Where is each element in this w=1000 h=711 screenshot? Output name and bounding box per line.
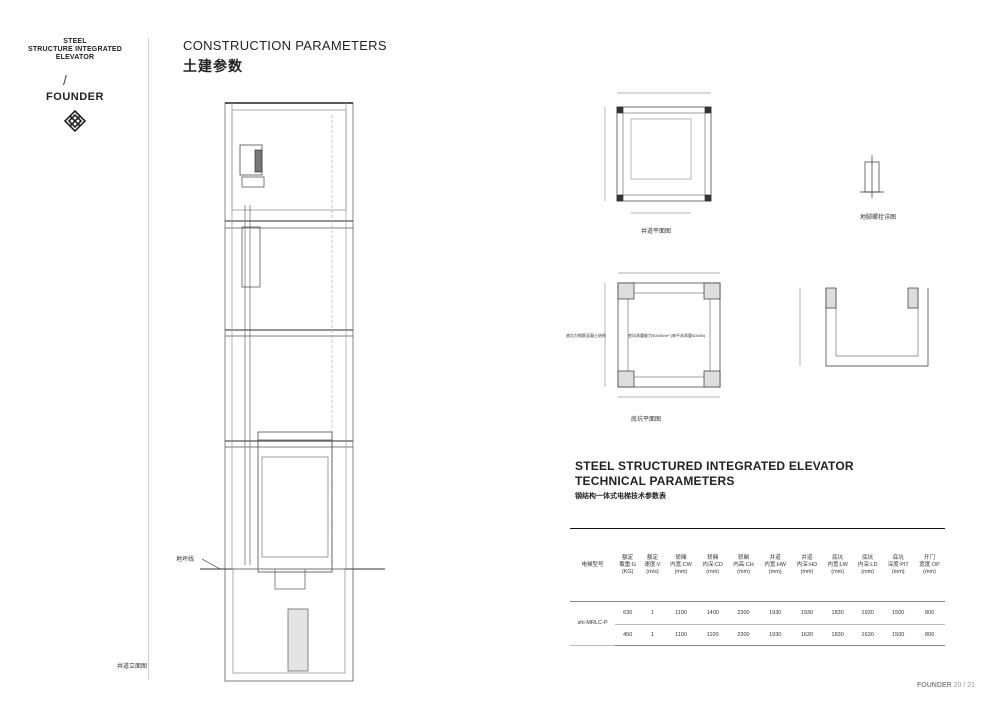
pit-plan-caption: 底坑平面图 <box>631 417 662 423</box>
pit-plan-side-note: 底坑为钢筋混凝土结构 <box>566 333 606 338</box>
page-footer: FOUNDER 20 / 21 <box>917 682 975 689</box>
table-row: shi-MRLC-P 630 1 1100 1400 2300 1930 193… <box>570 601 945 646</box>
column-header: 轿厢 内深:CD (mm) <box>697 528 729 602</box>
column-header: 底坑 深度:PIT (mm) <box>882 528 915 602</box>
tech-params-title-line1: STEEL STRUCTURED INTEGRATED ELEVATOR <box>575 459 854 473</box>
page-title-cn: 土建参数 <box>183 58 243 74</box>
footer-brand: FOUNDER <box>917 682 952 689</box>
shaft-plan-drawing <box>604 92 712 214</box>
tech-params-title-line2: TECHNICAL PARAMETERS <box>575 474 735 488</box>
tech-params-title: STEEL STRUCTURED INTEGRATED ELEVATOR TEC… <box>575 459 854 489</box>
pit-plan-drawing <box>604 272 721 398</box>
table-cell: 800 <box>914 624 945 646</box>
table-cell: 2300 <box>728 624 759 646</box>
table-cell: 2300 <box>728 601 759 625</box>
column-header: 井道 内深:HD (mm) <box>791 528 823 602</box>
model-cell: shi-MRLC-P <box>570 601 616 646</box>
shaft-elevation-drawing <box>200 102 385 682</box>
page-number: 20 / 21 <box>953 682 975 689</box>
table-cell: 1930 <box>758 601 792 625</box>
anchor-bolt-detail-drawing <box>860 155 884 198</box>
table-cell: 1100 <box>664 601 698 625</box>
tech-params-title-cn: 钢结构一体式电梯技术参数表 <box>575 493 666 500</box>
column-header: 开门 宽度:OP (mm) <box>914 528 945 602</box>
tech-params-table: 电梯型号 额定 载重:G (KG) 额定 速度:V (m/s) 轿厢 内宽:CW… <box>570 528 945 646</box>
table-cell: 1830 <box>822 601 853 625</box>
table-cell: 1100 <box>697 624 729 646</box>
table-cell: 1100 <box>664 624 698 646</box>
column-header: 井道 内宽:HW (mm) <box>758 528 792 602</box>
column-header: 额定 速度:V (m/s) <box>640 528 665 602</box>
column-header: 电梯型号 <box>570 528 616 602</box>
ground-line-label: 地坪线 <box>176 557 195 563</box>
table-cell: 1630 <box>791 624 823 646</box>
table-cell: 1630 <box>852 624 883 646</box>
column-header: 轿厢 内宽:CW (mm) <box>664 528 698 602</box>
column-header: 额定 载重:G (KG) <box>615 528 641 602</box>
table-cell: 1500 <box>882 601 915 625</box>
table-header-row: 电梯型号 额定 载重:G (KG) 额定 速度:V (m/s) 轿厢 内宽:CW… <box>570 528 945 602</box>
table-cell: 1930 <box>852 601 883 625</box>
table-cell: 1830 <box>822 624 853 646</box>
table-cell: 1400 <box>697 601 729 625</box>
pit-section-drawing <box>799 287 929 367</box>
shaft-plan-caption: 井道平面图 <box>641 229 672 235</box>
sidebar-divider <box>148 38 149 680</box>
founder-emblem-icon <box>64 110 86 132</box>
column-header: 底坑 内深:LD (mm) <box>852 528 883 602</box>
company-logo-text: FOUNDER <box>46 91 104 103</box>
pit-plan-note: 底坑承重能力5000N/m² (每平米承重5000N) <box>628 333 706 338</box>
table-cell: 1930 <box>758 624 792 646</box>
table-cell: 630 <box>615 601 641 625</box>
product-name: STEEL STRUCTURE INTEGRATED ELEVATOR <box>27 38 123 61</box>
table-cell: 1930 <box>791 601 823 625</box>
table-cell: 800 <box>914 601 945 625</box>
page-title-en: CONSTRUCTION PARAMETERS <box>183 38 387 53</box>
table-cell: 1500 <box>882 624 915 646</box>
table-cell: 1 <box>640 601 665 625</box>
divider-slash: / <box>63 72 67 88</box>
elevation-caption: 井道立面图 <box>117 664 148 670</box>
anchor-detail-caption: 地脚螺栓详图 <box>860 215 897 221</box>
table-cell: 450 <box>615 624 641 646</box>
column-header: 轿厢 内高:CH (mm) <box>728 528 759 602</box>
table-cell: 1 <box>640 624 665 646</box>
table-row: 450 1 1100 1100 2300 1930 1630 1830 1630… <box>570 624 945 646</box>
column-header: 底坑 内宽:LW (mm) <box>822 528 853 602</box>
